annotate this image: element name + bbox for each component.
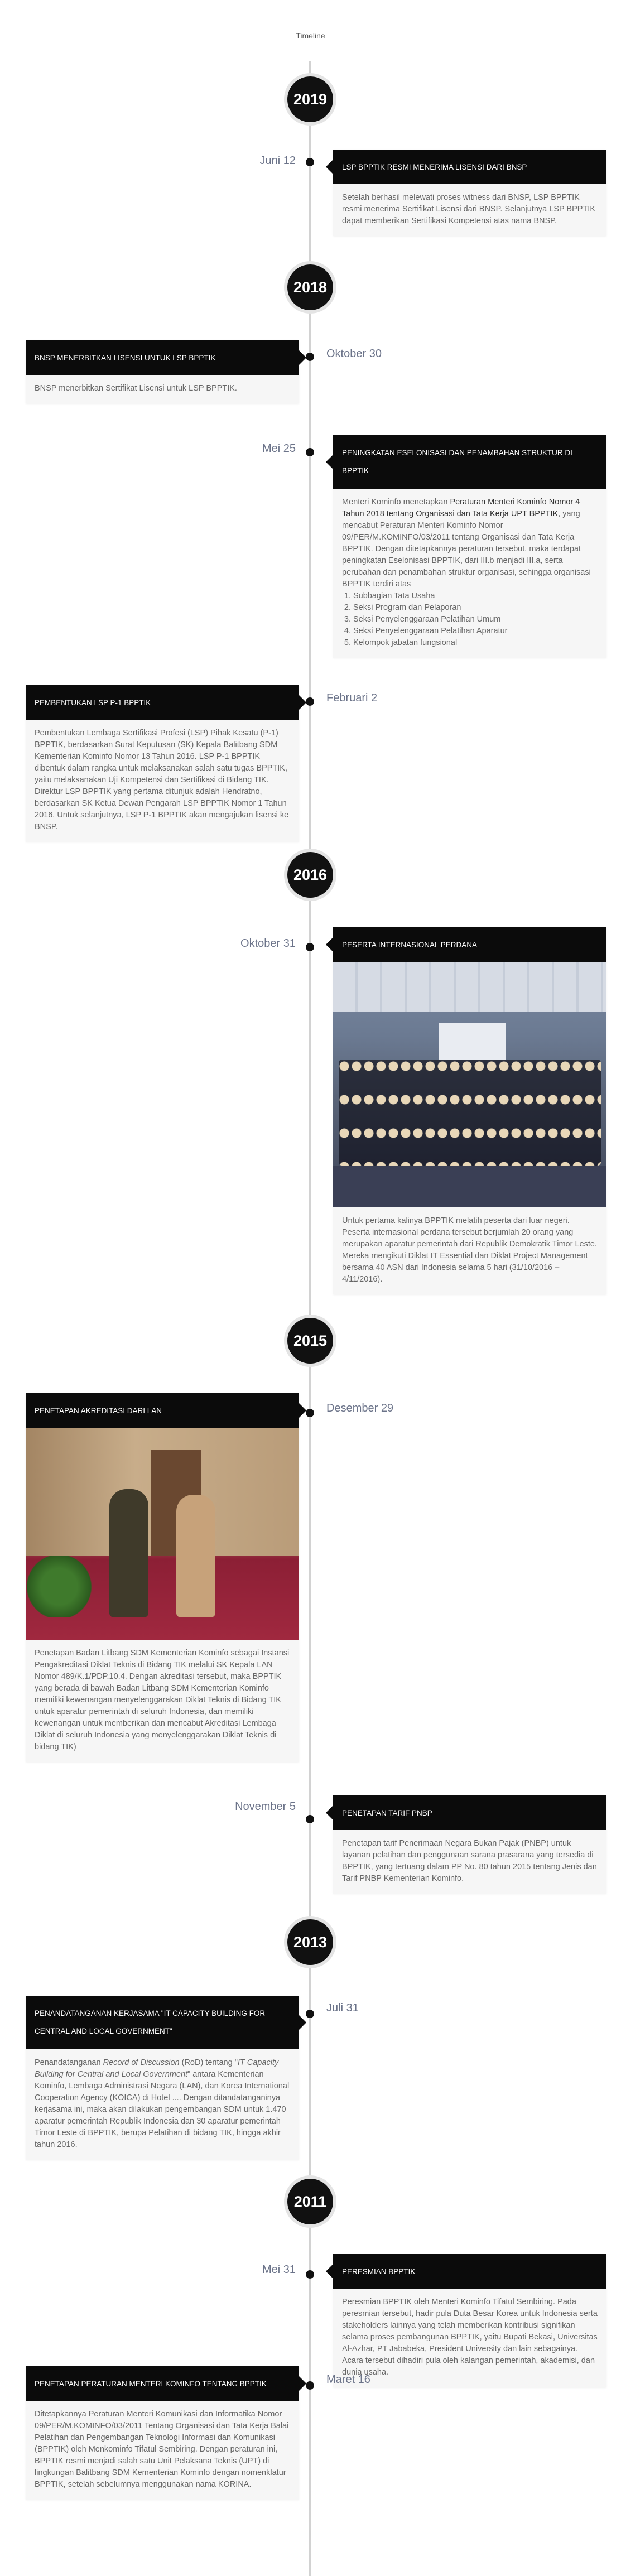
event-text-part: , yang mencabut Peraturan Menteri Kominf… <box>342 509 591 589</box>
event-date: Desember 29 <box>326 1402 394 1414</box>
event-title: PENINGKATAN ESELONISASI DAN PENAMBAHAN S… <box>326 435 606 489</box>
event-text: Menteri Kominfo menetapkan Peraturan Men… <box>342 497 598 590</box>
event-body: Setelah berhasil melewati proses witness… <box>333 184 606 236</box>
event-date: Oktober 30 <box>326 348 382 360</box>
event-text-part: (RoD) tentang " <box>179 2058 238 2067</box>
list-item: Kelompok jabatan fungsional <box>353 637 598 649</box>
event-title: PEMBENTUKAN LSP P-1 BPPTIK <box>26 685 306 720</box>
timeline-dot <box>306 158 314 166</box>
event-body: Menteri Kominfo menetapkan Peraturan Men… <box>333 489 606 658</box>
year-badge-2015: 2015 <box>287 1318 333 1364</box>
year-badge-2019: 2019 <box>287 76 333 122</box>
event-card: PEMBENTUKAN LSP P-1 BPPTIK Pembentukan L… <box>26 685 306 842</box>
event-text-part: Menteri Kominfo menetapkan <box>342 498 450 507</box>
event-title: PERESMIAN BPPTIK <box>326 2254 606 2289</box>
list-item: Seksi Penyelenggaraan Pelatihan Umum <box>353 614 598 625</box>
event-text-emphasis: IT Capacity Building for Central and Loc… <box>35 2058 279 2079</box>
timeline-dot <box>306 1409 314 1417</box>
page-title: Timeline <box>296 31 325 40</box>
timeline-dot <box>306 2381 314 2390</box>
event-body: Penandatanganan Record of Discussion (Ro… <box>26 2049 299 2160</box>
event-card: LSP BPPTIK RESMI MENERIMA LISENSI DARI B… <box>326 150 606 236</box>
structure-list: Subbagian Tata Usaha Seksi Program dan P… <box>342 590 598 649</box>
event-date: Juni 12 <box>259 155 296 167</box>
timeline-dot <box>306 448 314 456</box>
event-date: November 5 <box>235 1800 296 1813</box>
event-text: Ditetapkannya Peraturan Menteri Komunika… <box>35 2410 289 2489</box>
timeline-dot <box>306 1815 314 1823</box>
event-title: PESERTA INTERNASIONAL PERDANA <box>326 927 606 962</box>
event-card: PESERTA INTERNASIONAL PERDANA Untuk pert… <box>326 927 606 1294</box>
event-text: Penetapan tarif Penerimaan Negara Bukan … <box>342 1839 597 1883</box>
regulation-link[interactable]: Peraturan Menteri Kominfo Nomor 4 Tahun … <box>342 498 580 518</box>
event-title: PENETAPAN TARIF PNBP <box>326 1795 606 1830</box>
event-text-emphasis: Record of Discussion <box>103 2058 180 2067</box>
year-badge-2016: 2016 <box>287 852 333 898</box>
event-title: PENANDATANGANAN KERJASAMA "IT CAPACITY B… <box>26 1996 306 2049</box>
timeline-dot <box>306 697 314 706</box>
event-title: LSP BPPTIK RESMI MENERIMA LISENSI DARI B… <box>326 150 606 184</box>
event-body: Peresmian BPPTIK oleh Menteri Kominfo Ti… <box>333 2289 606 2387</box>
event-card: PERESMIAN BPPTIK Peresmian BPPTIK oleh M… <box>326 2254 606 2387</box>
event-date: Februari 2 <box>326 692 378 704</box>
event-card: PENETAPAN PERATURAN MENTERI KOMINFO TENT… <box>26 2366 306 2500</box>
event-title: PENETAPAN PERATURAN MENTERI KOMINFO TENT… <box>26 2366 306 2401</box>
list-item: Seksi Program dan Pelaporan <box>353 602 598 614</box>
event-text-part: Penandatanganan <box>35 2058 103 2067</box>
event-card: BNSP MENERBITKAN LISENSI UNTUK LSP BPPTI… <box>26 340 306 403</box>
year-badge-2011: 2011 <box>287 2179 333 2224</box>
timeline-dot <box>306 2010 314 2018</box>
timeline-dot <box>306 353 314 361</box>
timeline-dot <box>306 943 314 951</box>
event-date: Oktober 31 <box>240 937 296 950</box>
event-body: Pembentukan Lembaga Sertifikasi Profesi … <box>26 720 299 842</box>
event-card: PENETAPAN TARIF PNBP Penetapan tarif Pen… <box>326 1795 606 1894</box>
event-card: PENANDATANGANAN KERJASAMA "IT CAPACITY B… <box>26 1996 306 2160</box>
event-body: Penetapan Badan Litbang SDM Kementerian … <box>26 1640 299 1762</box>
award-photo <box>26 1428 299 1640</box>
list-item: Subbagian Tata Usaha <box>353 590 598 602</box>
event-body: Penetapan tarif Penerimaan Negara Bukan … <box>333 1830 606 1894</box>
event-title: PENETAPAN AKREDITASI DARI LAN <box>26 1393 306 1428</box>
list-item: Seksi Penyelenggaraan Pelatihan Aparatur <box>353 625 598 637</box>
event-date: Juli 31 <box>326 2002 359 2014</box>
event-text-part: " antara Kementerian Kominfo, Lembaga Ad… <box>35 2070 290 2149</box>
event-text: Penetapan Badan Litbang SDM Kementerian … <box>35 1649 290 1751</box>
event-body: Untuk pertama kalinya BPPTIK melatih pes… <box>333 1207 606 1294</box>
event-text: Penandatanganan Record of Discussion (Ro… <box>35 2057 290 2151</box>
event-text: Untuk pertama kalinya BPPTIK melatih pes… <box>342 1216 597 1284</box>
event-text: BNSP menerbitkan Sertifikat Lisensi untu… <box>35 384 237 393</box>
event-date: Maret 16 <box>326 2373 370 2386</box>
event-text: Pembentukan Lembaga Sertifikasi Profesi … <box>35 729 289 831</box>
year-badge-2013: 2013 <box>287 1919 333 1965</box>
event-date: Mei 31 <box>262 2264 296 2276</box>
event-body: BNSP menerbitkan Sertifikat Lisensi untu… <box>26 375 299 403</box>
timeline-dot <box>306 2270 314 2279</box>
event-title: BNSP MENERBITKAN LISENSI UNTUK LSP BPPTI… <box>26 340 306 375</box>
event-text: Peresmian BPPTIK oleh Menteri Kominfo Ti… <box>342 2298 598 2377</box>
year-badge-2018: 2018 <box>287 264 333 310</box>
event-body: Ditetapkannya Peraturan Menteri Komunika… <box>26 2401 299 2500</box>
event-text: Setelah berhasil melewati proses witness… <box>342 193 595 225</box>
event-card: PENINGKATAN ESELONISASI DAN PENAMBAHAN S… <box>326 435 606 658</box>
group-photo <box>333 962 606 1207</box>
event-date: Mei 25 <box>262 442 296 455</box>
event-card: PENETAPAN AKREDITASI DARI LAN Penetapan … <box>26 1393 306 1762</box>
